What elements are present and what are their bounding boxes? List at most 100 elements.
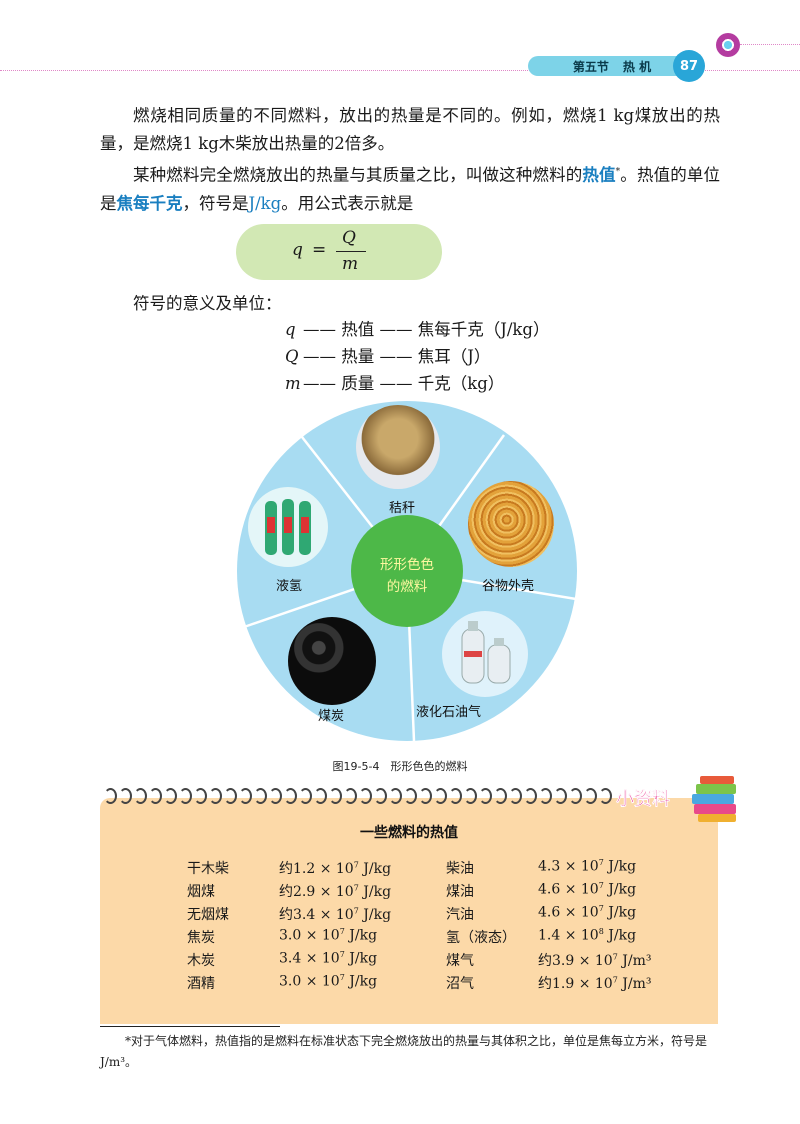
- page-number: 87: [673, 50, 705, 82]
- symbol-row: m—— 质量 —— 千克（kg）: [285, 370, 504, 394]
- label-coal: 煤炭: [318, 709, 345, 724]
- p2-text-d: 。用公式表示就是: [281, 193, 414, 213]
- term-heat-value: 热值: [582, 165, 616, 185]
- symbol-letter: Q: [285, 347, 299, 366]
- spiral-ring: [389, 788, 402, 804]
- spiral-ring: [584, 788, 597, 804]
- spiral-ring: [344, 788, 357, 804]
- spiral-ring: [524, 788, 537, 804]
- fuel-value: 约3.4 × 107 J/kg: [279, 906, 392, 923]
- hydrogen-cylinders-icon: [265, 499, 311, 555]
- section-tab: 第五节 热 机: [528, 56, 696, 76]
- symbols-title: 符号的意义及单位：: [133, 294, 282, 313]
- label-lpg: 液化石油气: [416, 705, 482, 720]
- fuel-name: 沼气: [446, 976, 474, 992]
- info-tag: 小资料: [616, 789, 670, 810]
- spiral-ring: [464, 788, 477, 804]
- fuel-value: 3.4 × 107 J/kg: [279, 950, 378, 967]
- spiral-ring: [134, 788, 147, 804]
- spiral-ring: [194, 788, 207, 804]
- spiral-ring: [209, 788, 222, 804]
- fuel-value: 3.0 × 107 J/kg: [279, 927, 378, 944]
- fuel-name: 酒精: [187, 976, 215, 992]
- spiral-ring: [164, 788, 177, 804]
- label-grain-husk: 谷物外壳: [482, 579, 535, 594]
- fuel-value: 4.6 × 107 J/kg: [538, 904, 637, 921]
- spiral-ring: [149, 788, 162, 804]
- footnote: *对于气体燃料，热值指的是燃料在标准状态下完全燃烧放出的热量与其体积之比，单位是…: [100, 1034, 708, 1069]
- fuel-name: 柴油: [446, 861, 474, 877]
- symbol-row: q—— 热值 —— 焦每千克（J/kg）: [285, 316, 549, 340]
- spiral-binding: [104, 788, 612, 804]
- spiral-ring: [254, 788, 267, 804]
- center-label-line2: 的燃料: [386, 579, 428, 595]
- fuel-name: 木炭: [187, 953, 215, 969]
- center-label-line1: 形形色色: [380, 557, 434, 573]
- spiral-ring: [599, 788, 612, 804]
- fuel-name: 焦炭: [187, 930, 215, 946]
- fraction-bar: [336, 251, 366, 252]
- fuel-value: 约3.9 × 107 J/m³: [538, 952, 652, 969]
- formula-numerator: Q: [342, 228, 356, 248]
- fuel-value: 约1.2 × 107 J/kg: [279, 860, 392, 877]
- paragraph-1: 燃烧相同质量的不同燃料，放出的热量是不同的。例如，燃烧1 kg煤放出的热量，是燃…: [100, 106, 720, 153]
- ring-ornament-icon: [716, 33, 740, 57]
- symbol-meaning: —— 质量 —— 千克（kg）: [303, 374, 505, 393]
- spiral-ring: [104, 788, 117, 804]
- spiral-ring: [569, 788, 582, 804]
- spiral-ring: [284, 788, 297, 804]
- lpg-cylinder-icon: [461, 621, 511, 684]
- header-rule: [0, 70, 800, 71]
- formula-lhs: q: [292, 240, 303, 260]
- spiral-ring: [299, 788, 312, 804]
- spiral-ring: [404, 788, 417, 804]
- spiral-ring: [479, 788, 492, 804]
- fuel-value: 约1.9 × 107 J/m³: [538, 975, 652, 992]
- fuel-value: 4.6 × 107 J/kg: [538, 881, 637, 898]
- spiral-ring: [269, 788, 282, 804]
- paragraph-2: 某种燃料完全燃烧放出的热量与其质量之比，叫做这种燃料的热值*。热值的单位是焦每千…: [100, 158, 720, 218]
- spiral-ring: [554, 788, 567, 804]
- fuel-name: 干木柴: [187, 861, 229, 877]
- spiral-ring: [224, 788, 237, 804]
- spiral-ring: [314, 788, 327, 804]
- grain-husk-image: [468, 481, 554, 567]
- info-box: [100, 798, 718, 1024]
- fuel-value: 约2.9 × 107 J/kg: [279, 883, 392, 900]
- fuel-name: 无烟煤: [187, 907, 229, 923]
- fuel-name: 煤油: [446, 884, 474, 900]
- liquid-hydrogen-image: [248, 487, 328, 567]
- figure-caption: 图19-5-4 形形色色的燃料: [332, 760, 468, 773]
- footnote-rule: [100, 1026, 280, 1027]
- formula-denominator: m: [342, 254, 359, 274]
- spiral-ring: [539, 788, 552, 804]
- formula-equals: =: [312, 240, 327, 260]
- unit-name: 焦每千克: [116, 193, 183, 213]
- section-label: 第五节: [572, 59, 609, 74]
- label-straw: 秸秆: [389, 501, 416, 516]
- symbol-row: Q—— 热量 —— 焦耳（J）: [285, 343, 490, 367]
- fuel-value: 1.4 × 108 J/kg: [538, 927, 637, 944]
- p2-text-a: 某种燃料完全燃烧放出的热量与其质量之比，叫做这种燃料的: [133, 165, 583, 185]
- spiral-ring: [494, 788, 507, 804]
- symbol-letter: m: [285, 374, 301, 393]
- symbol-meaning: —— 热量 —— 焦耳（J）: [303, 347, 491, 366]
- straw-image: [356, 405, 440, 489]
- spiral-ring: [374, 788, 387, 804]
- label-liquid-hydrogen: 液氢: [276, 579, 303, 594]
- spiral-ring: [509, 788, 522, 804]
- p2-text-b: 。热值的单位是: [100, 165, 721, 213]
- section-topic: 热 机: [622, 59, 652, 74]
- books-icon: [692, 776, 736, 822]
- spiral-ring: [119, 788, 132, 804]
- lpg-cylinder-image: [442, 611, 528, 697]
- formula-box: q = Q m: [236, 224, 442, 280]
- symbol-letter: q: [285, 320, 296, 339]
- spiral-ring: [419, 788, 432, 804]
- fuel-value: 3.0 × 107 J/kg: [279, 973, 378, 990]
- footnote-mark: *: [615, 167, 621, 177]
- spiral-ring: [434, 788, 447, 804]
- dotted-ornament: [740, 44, 800, 45]
- fuel-name: 烟煤: [187, 884, 215, 900]
- spiral-ring: [179, 788, 192, 804]
